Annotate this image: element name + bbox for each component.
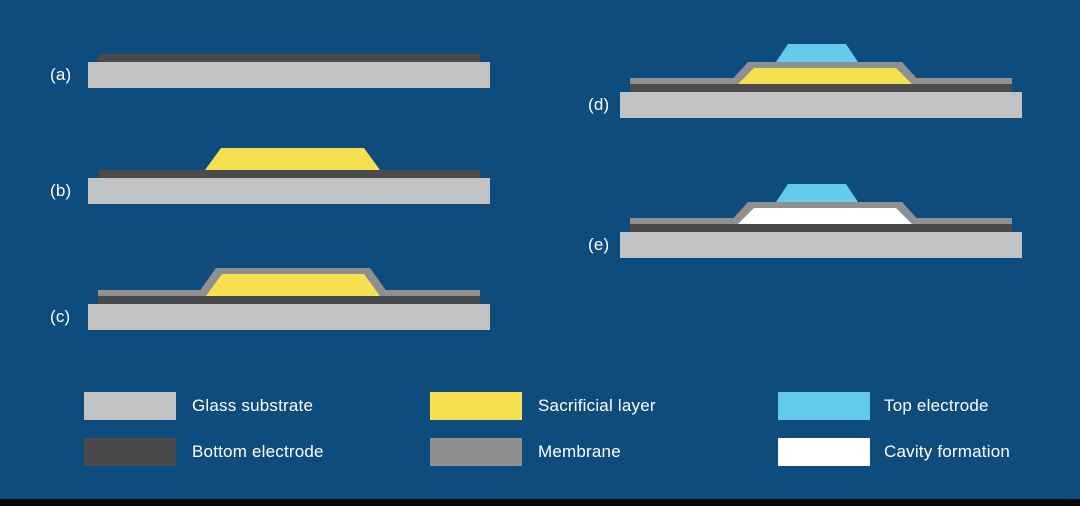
bottom-electrode-layer: [630, 224, 1012, 232]
bottom-electrode-layer: [630, 84, 1012, 92]
top-electrode-layer: [776, 44, 858, 62]
sacrificial-layer: [205, 148, 380, 170]
bottom-electrode-layer: [98, 170, 480, 178]
cavity-region: [738, 208, 912, 224]
legend-swatch-cavity-formation: [778, 438, 870, 466]
glass-substrate-layer: [88, 304, 490, 330]
glass-substrate-layer: [88, 62, 490, 88]
top-electrode-layer: [776, 184, 858, 202]
step-a-diagram: [88, 54, 490, 88]
sacrificial-layer: [206, 274, 380, 296]
step-label-a: (a): [50, 65, 72, 84]
step-c-diagram: [88, 268, 490, 330]
step-label-b: (b): [50, 181, 72, 200]
legend-label-membrane: Membrane: [538, 442, 621, 461]
step-label-c: (c): [50, 307, 71, 326]
glass-substrate-layer: [620, 232, 1022, 258]
bottom-electrode-layer: [98, 54, 480, 62]
legend-swatch-top-electrode: [778, 392, 870, 420]
bottom-electrode-layer: [98, 296, 480, 304]
legend-label-top-electrode: Top electrode: [884, 396, 989, 415]
legend-swatch-glass-substrate: [84, 392, 176, 420]
step-d-diagram: [620, 44, 1022, 118]
sacrificial-layer: [738, 68, 912, 84]
glass-substrate-layer: [620, 92, 1022, 118]
legend-label-bottom-electrode: Bottom electrode: [192, 442, 324, 461]
legend-swatch-bottom-electrode: [84, 438, 176, 466]
legend-label-glass-substrate: Glass substrate: [192, 396, 314, 415]
step-e-diagram: [620, 184, 1022, 258]
step-b-diagram: [88, 148, 490, 204]
step-label-d: (d): [588, 95, 610, 114]
legend-swatch-sacrificial-layer: [430, 392, 522, 420]
legend-label-sacrificial-layer: Sacrificial layer: [538, 396, 656, 415]
legend-swatch-membrane: [430, 438, 522, 466]
bottom-border-bar: [0, 499, 1080, 506]
legend-label-cavity-formation: Cavity formation: [884, 442, 1011, 461]
step-label-e: (e): [588, 235, 610, 254]
glass-substrate-layer: [88, 178, 490, 204]
